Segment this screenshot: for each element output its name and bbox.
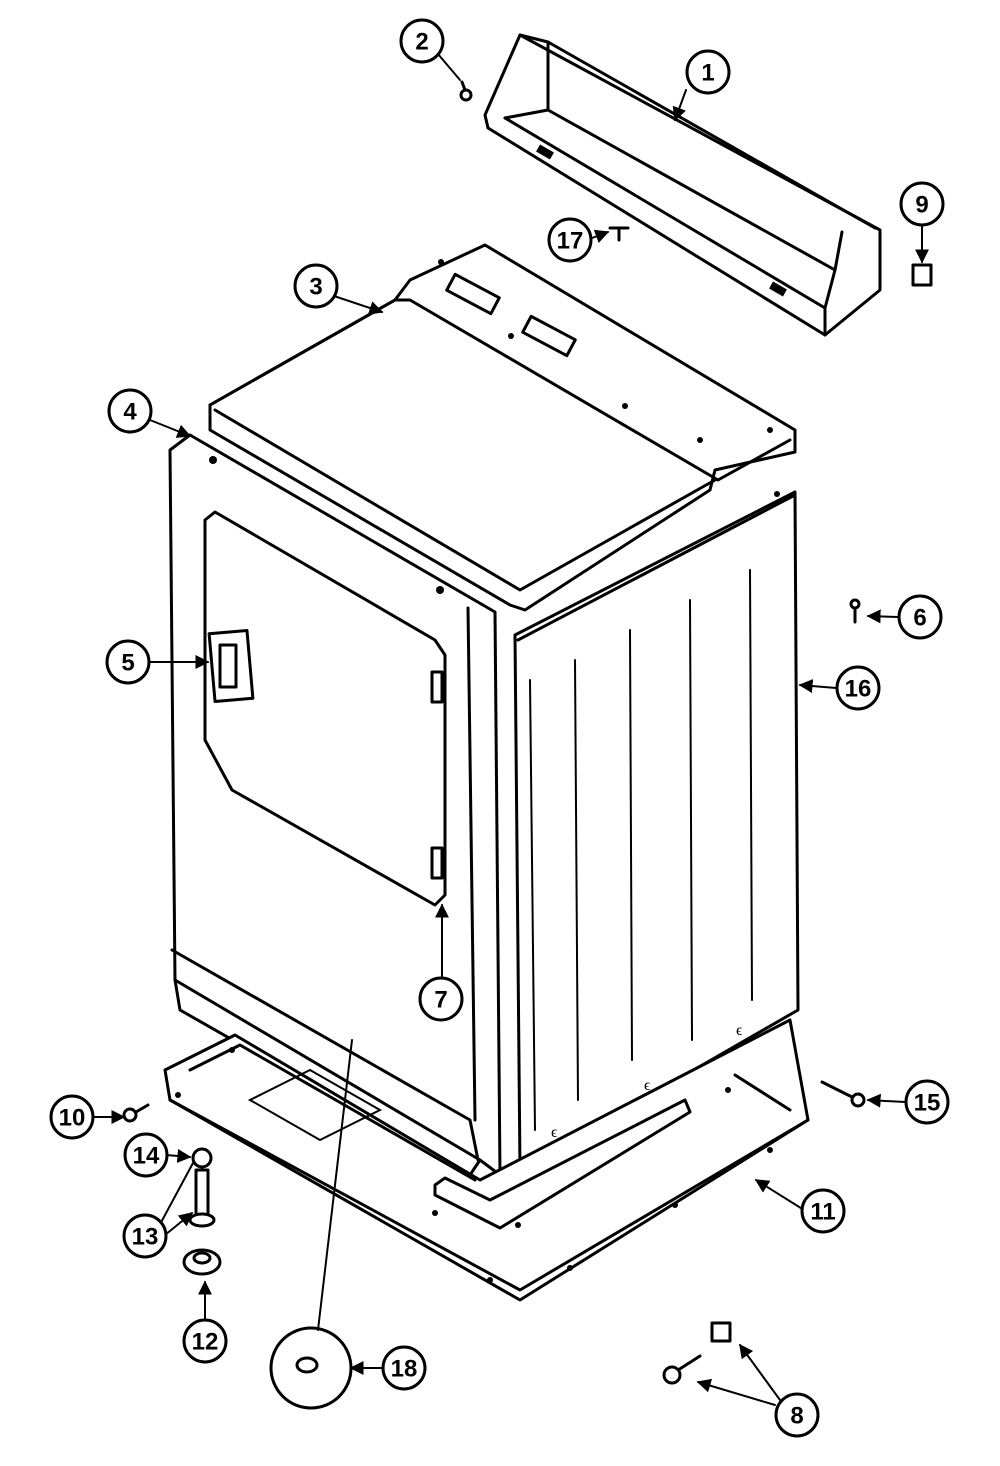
- screw-2-part: [459, 80, 473, 102]
- callout-18-label: 18: [391, 1356, 418, 1383]
- callout-2: 2: [399, 18, 445, 64]
- callout-18: 18: [381, 1345, 427, 1391]
- callout-15-label: 15: [914, 1090, 941, 1117]
- screw-10-part: [122, 1103, 150, 1123]
- callout-16-label: 16: [845, 676, 872, 703]
- callout-14-label: 14: [133, 1143, 160, 1170]
- screw-15-part: [820, 1080, 866, 1108]
- leader-lines: [92, 53, 929, 1406]
- callout-9-label: 9: [915, 192, 928, 219]
- cabinet-side-part: ϵ ϵ ϵ: [513, 490, 800, 1172]
- callout-5: 5: [105, 639, 151, 685]
- callout-1: 1: [685, 49, 731, 95]
- clip-9-part: [911, 263, 933, 287]
- callout-17: 17: [547, 217, 593, 263]
- hardware-8-part: [662, 1321, 732, 1385]
- callout-13: 13: [122, 1213, 168, 1259]
- callout-4: 4: [107, 388, 153, 434]
- callout-2-label: 2: [415, 29, 428, 56]
- callout-11: 11: [800, 1188, 846, 1234]
- callout-14: 14: [123, 1132, 169, 1178]
- callout-8-label: 8: [790, 1403, 803, 1430]
- callout-3-label: 3: [309, 274, 322, 301]
- callout-11-label: 11: [810, 1199, 835, 1226]
- callout-10: 10: [49, 1094, 95, 1140]
- callout-12-label: 12: [192, 1329, 219, 1356]
- leveling-leg-13-part: [188, 1168, 216, 1228]
- callout-6-label: 6: [913, 605, 926, 632]
- callout-7-label: 7: [434, 987, 447, 1014]
- callout-9: 9: [899, 181, 945, 227]
- callout-12: 12: [182, 1318, 228, 1364]
- callout-8: 8: [774, 1392, 820, 1438]
- callout-5-label: 5: [121, 650, 134, 677]
- top-panel-part: [208, 243, 797, 612]
- front-panel-part: [168, 433, 502, 1177]
- svg-text:ϵ: ϵ: [644, 1077, 651, 1094]
- svg-text:ϵ: ϵ: [736, 1022, 743, 1039]
- svg-text:ϵ: ϵ: [551, 1124, 558, 1141]
- control-console-part: [483, 33, 882, 337]
- logo-badge-18-part: [269, 1326, 353, 1410]
- callout-4-label: 4: [123, 399, 137, 426]
- nut-14-part: [191, 1147, 213, 1169]
- screw-6-part: [849, 598, 861, 624]
- callout-17-label: 17: [557, 228, 584, 255]
- base-part: [163, 1018, 810, 1302]
- screw-17-part: [608, 226, 630, 242]
- leg-pad-12-part: [182, 1248, 222, 1276]
- callout-10-label: 10: [59, 1105, 86, 1132]
- callout-6: 6: [897, 594, 943, 640]
- callout-1-label: 1: [701, 60, 714, 87]
- callout-15: 15: [904, 1079, 950, 1125]
- callout-3: 3: [293, 263, 339, 309]
- callout-13-label: 13: [132, 1224, 159, 1251]
- callout-7: 7: [418, 976, 464, 1022]
- callout-16: 16: [835, 665, 881, 711]
